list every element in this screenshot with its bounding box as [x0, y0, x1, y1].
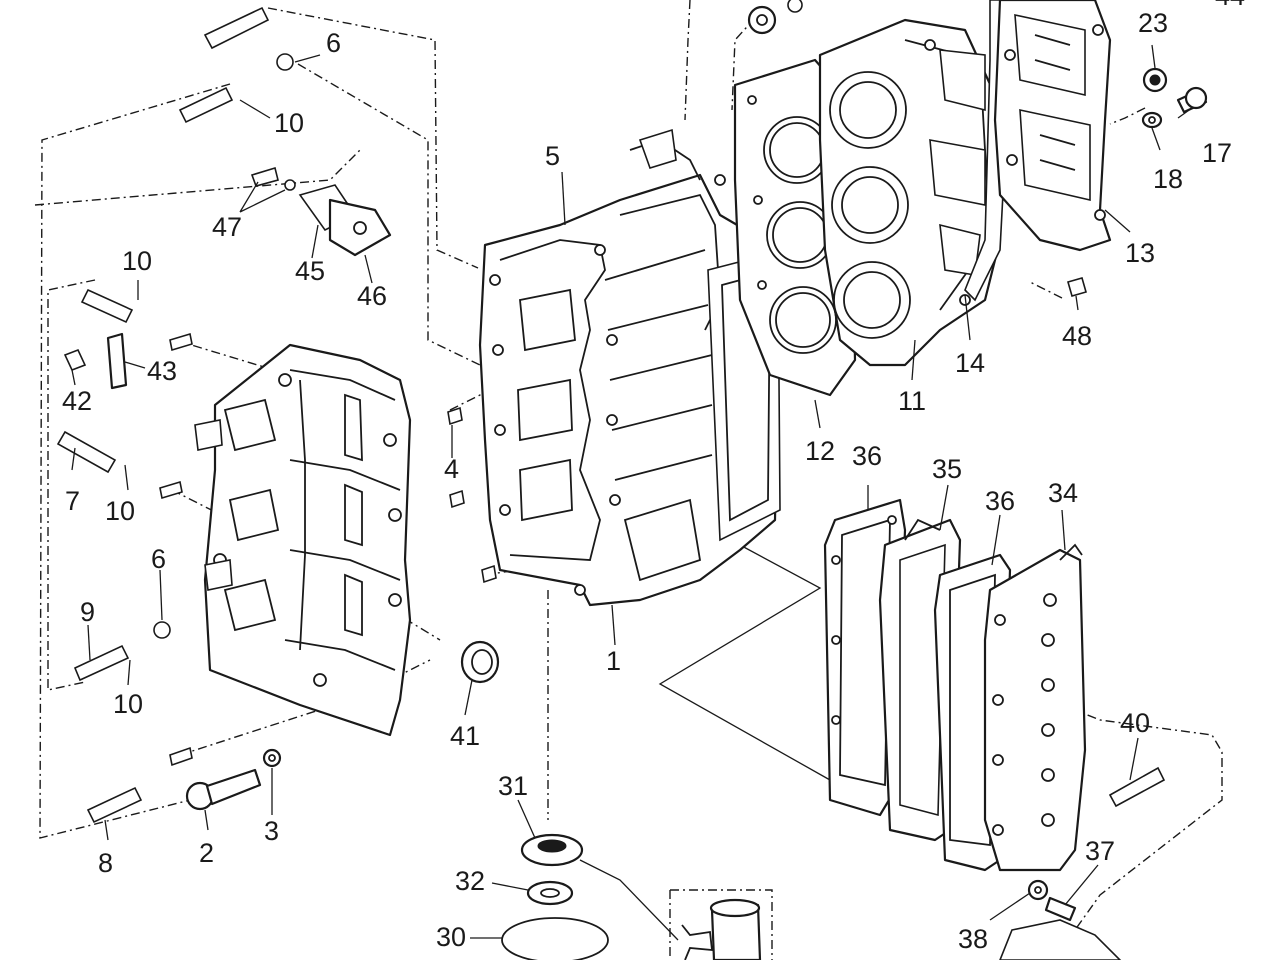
callout-labels: 6 10 5 23 44 17 18 13 48 14 11 12 47 45 … — [62, 0, 1245, 954]
callout-1: 1 — [606, 646, 621, 676]
callout-32: 32 — [455, 866, 485, 896]
exhaust-cover — [983, 543, 1087, 872]
callout-44: 42 — [62, 386, 92, 416]
callout-23: 23 — [1138, 8, 1168, 38]
bolts-lower-right — [999, 766, 1166, 960]
callout-47: 47 — [212, 212, 242, 242]
callout-37: 37 — [1085, 836, 1115, 866]
callout-3: 3 — [264, 816, 279, 846]
small-parts-left — [56, 6, 500, 824]
seal-parts — [501, 833, 609, 960]
callout-48: 48 — [1062, 321, 1092, 351]
callout-40: 40 — [1120, 708, 1150, 738]
fasteners-upper-right — [747, 0, 1208, 297]
callout-2: 2 — [199, 838, 214, 868]
callout-30: 30 — [436, 922, 466, 952]
callout-34: 34 — [1048, 478, 1078, 508]
callout-11: 11 — [898, 386, 926, 416]
callout-5: 5 — [545, 141, 560, 171]
callout-12: 12 — [805, 436, 835, 466]
relation-lines — [579, 544, 831, 941]
callout-36-right: 36 — [985, 486, 1015, 516]
callout-35: 35 — [932, 454, 962, 484]
thermostat-housing — [681, 898, 762, 960]
cylinder-block — [478, 128, 782, 607]
callout-42: 44 — [1215, 0, 1245, 11]
callout-36-left: 36 — [852, 441, 882, 471]
cylinder-head — [818, 18, 1002, 367]
callout-45: 45 — [295, 256, 325, 286]
callout-18: 18 — [1153, 164, 1183, 194]
callout-4: 4 — [444, 454, 459, 484]
callout-8: 8 — [98, 848, 113, 878]
callout-9: 9 — [80, 597, 95, 627]
callout-38: 38 — [958, 924, 988, 954]
callout-43: 43 — [147, 356, 177, 386]
callout-7: 7 — [65, 486, 80, 516]
callout-41: 41 — [450, 721, 480, 751]
callout-10-lower-left: 10 — [113, 689, 143, 719]
callout-46: 46 — [357, 281, 387, 311]
callout-10-upper-left: 10 — [122, 246, 152, 276]
callout-6-top: 6 — [326, 28, 341, 58]
callout-13: 13 — [1125, 238, 1155, 268]
callout-14: 14 — [955, 348, 985, 378]
callout-10-top: 10 — [274, 108, 304, 138]
callout-31: 31 — [498, 771, 528, 801]
crankcase — [194, 343, 412, 737]
small-cover-plate — [250, 166, 392, 257]
callout-leaders — [71, 44, 1193, 939]
head-cover — [993, 0, 1112, 252]
callout-17: 17 — [1202, 138, 1232, 168]
callout-6-left: 6 — [151, 544, 166, 574]
callout-10-mid-left: 10 — [105, 496, 135, 526]
